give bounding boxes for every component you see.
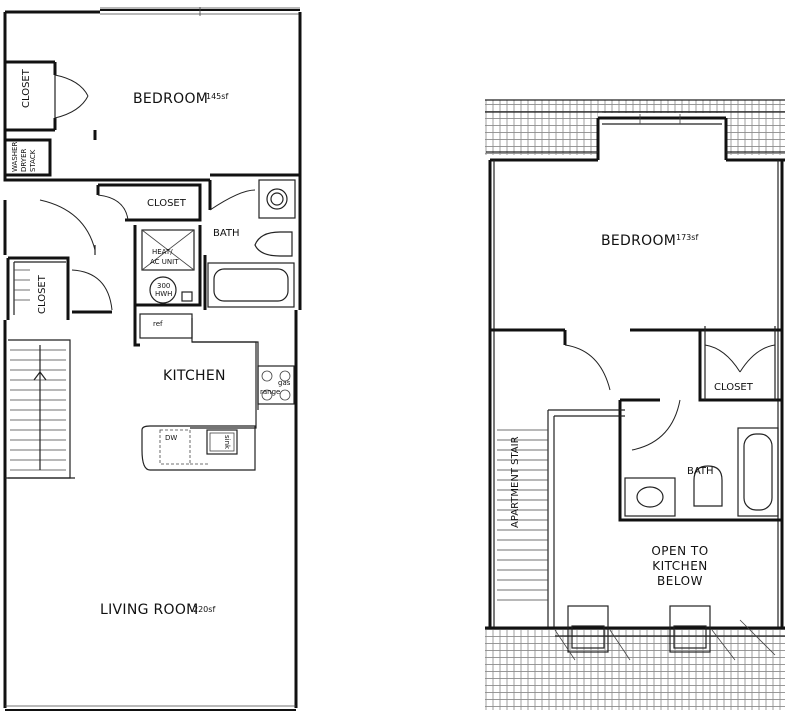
- lower-bedroom-area: 145sf: [206, 92, 228, 101]
- stack-label: STACK: [29, 149, 37, 172]
- ref-label: ref: [153, 320, 163, 328]
- washer-label: WASHER: [11, 142, 19, 172]
- gas-label: gas: [278, 379, 291, 387]
- upper-roof-bottom: [485, 628, 785, 710]
- kitchen-label: KITCHEN: [163, 368, 226, 384]
- dryer-label: DRYER: [20, 148, 28, 172]
- water-heater-size-label: 300: [157, 282, 170, 290]
- living-room-area: 220sf: [193, 605, 215, 614]
- living-room-label: LIVING ROOM: [100, 602, 199, 618]
- heat-label: HEAT/: [152, 248, 173, 256]
- upper-bath-label: BATH: [687, 466, 714, 477]
- sink-label: sink: [223, 435, 231, 450]
- upper-level-plan: [485, 99, 785, 710]
- upper-stair-treads: [497, 429, 548, 601]
- lower-closet-center-label: CLOSET: [147, 198, 187, 209]
- water-heater-label: HWH: [155, 290, 172, 298]
- upper-bedroom-area: 173sf: [676, 233, 698, 242]
- apartment-stair-label: APARTMENT STAIR: [510, 436, 521, 528]
- lower-closet-stair-label: CLOSET: [37, 274, 48, 314]
- upper-bedroom-label: BEDROOM: [601, 233, 676, 249]
- lower-top-window: [100, 7, 300, 16]
- lower-bedroom-label: BEDROOM: [133, 91, 208, 107]
- upper-closet-label: CLOSET: [714, 382, 754, 393]
- kitchen-below-label-2: BELOW: [657, 574, 703, 588]
- lower-level-plan: [3, 7, 302, 711]
- lower-bath-label: BATH: [213, 228, 240, 239]
- lower-closet-left-label: CLOSET: [21, 68, 32, 108]
- dw-label: DW: [165, 434, 177, 442]
- open-to-label: OPEN TO: [651, 544, 708, 558]
- kitchen-below-label-1: KITCHEN: [652, 559, 708, 573]
- range-label: range: [260, 388, 280, 396]
- ac-unit-label: AC UNIT: [150, 258, 179, 266]
